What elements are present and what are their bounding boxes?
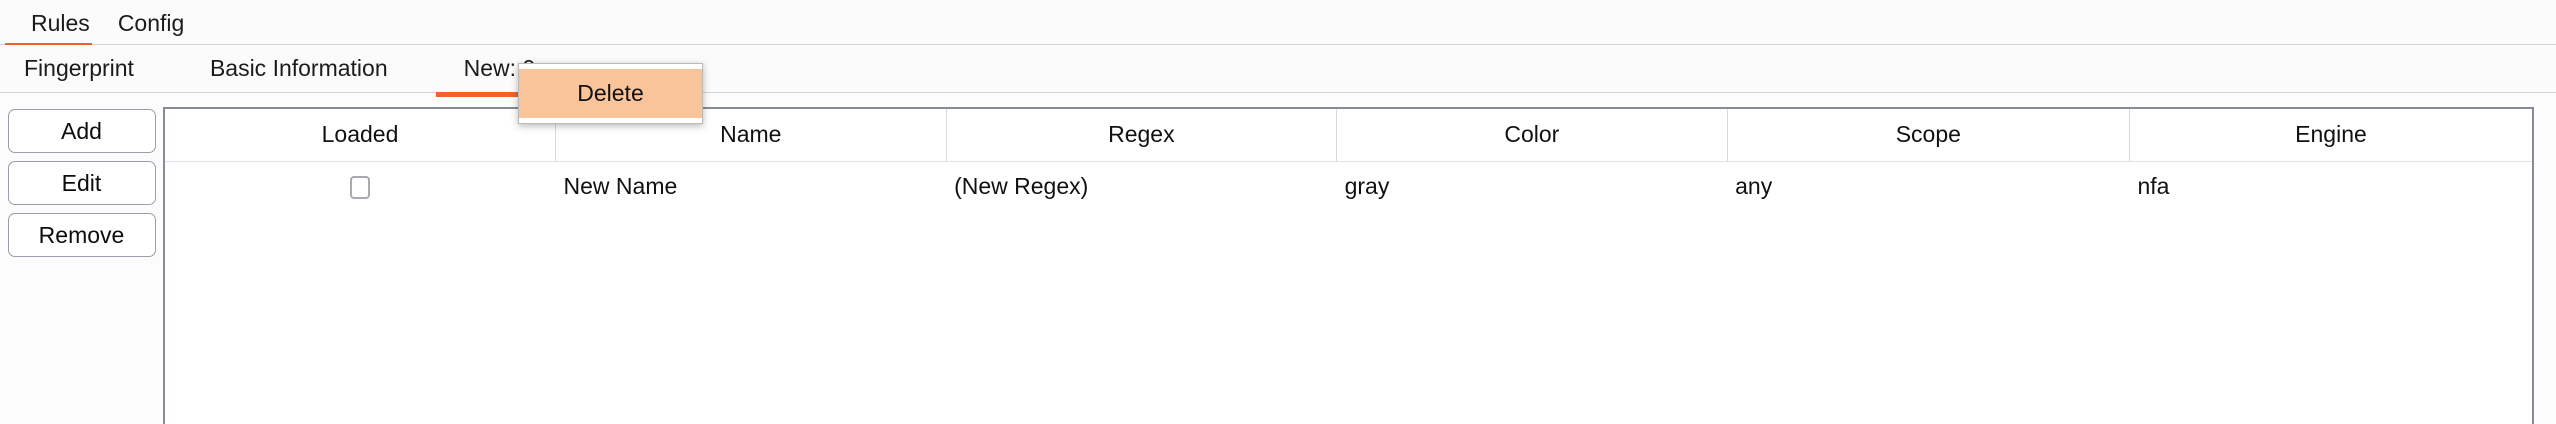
context-menu-popup: Delete — [518, 63, 703, 124]
tab-rules[interactable]: Rules — [5, 0, 104, 48]
cell-scope: any — [1727, 161, 2130, 211]
delete-menu-item[interactable]: Delete — [519, 69, 702, 118]
column-header-name[interactable]: Name — [555, 109, 947, 162]
tab-config-label: Config — [117, 10, 185, 36]
rules-body: Add Edit Remove — [0, 93, 2556, 424]
table-empty-space — [165, 211, 2532, 261]
column-header-loaded[interactable]: Loaded — [165, 109, 557, 162]
cell-regex: (New Regex) — [946, 161, 1337, 211]
tab-basic-information[interactable]: Basic Information — [172, 57, 426, 80]
delete-menu-item-label: Delete — [577, 80, 644, 106]
tab-new-label: New: 0 — [463, 55, 536, 81]
add-button-label: Add — [61, 117, 102, 144]
cell-color: gray — [1336, 161, 1728, 211]
edit-button[interactable]: Edit — [7, 161, 156, 205]
cell-loaded — [165, 161, 556, 211]
column-header-regex[interactable]: Regex — [946, 109, 1338, 162]
column-header-scope[interactable]: Scope — [1727, 109, 2131, 162]
tab-new[interactable]: New: 0 — [426, 55, 574, 97]
rules-table-header-row: Loaded Name Regex Color Scope Engine — [165, 109, 2532, 162]
remove-button[interactable]: Remove — [7, 213, 156, 257]
rules-table-body: New Name (New Regex) gray any nfa — [165, 161, 2532, 261]
primary-tab-bar: Rules Config — [0, 0, 2556, 48]
tab-fingerprint-label: Fingerprint — [24, 55, 134, 81]
tab-config[interactable]: Config — [104, 0, 198, 35]
tab-fingerprint[interactable]: Fingerprint — [16, 57, 172, 80]
table-row[interactable]: New Name (New Regex) gray any nfa — [165, 161, 2532, 211]
loaded-checkbox[interactable] — [350, 176, 371, 200]
cell-engine: nfa — [2129, 161, 2532, 211]
secondary-tab-bar: Fingerprint Basic Information New: 0 — [0, 45, 2556, 97]
remove-button-label: Remove — [38, 221, 125, 248]
tab-basic-information-label: Basic Information — [209, 55, 388, 81]
add-button[interactable]: Add — [7, 109, 156, 153]
rules-table-container: Loaded Name Regex Color Scope Engine New… — [163, 107, 2534, 424]
column-header-color[interactable]: Color — [1336, 109, 1728, 162]
tab-rules-label: Rules — [31, 10, 90, 36]
edit-button-label: Edit — [61, 169, 102, 196]
rules-table: Loaded Name Regex Color Scope Engine New… — [165, 109, 2532, 261]
cell-name: New Name — [555, 161, 947, 211]
rules-table-head: Loaded Name Regex Color Scope Engine — [165, 109, 2532, 162]
column-header-engine[interactable]: Engine — [2129, 109, 2532, 162]
action-button-column: Add Edit Remove — [0, 107, 163, 424]
